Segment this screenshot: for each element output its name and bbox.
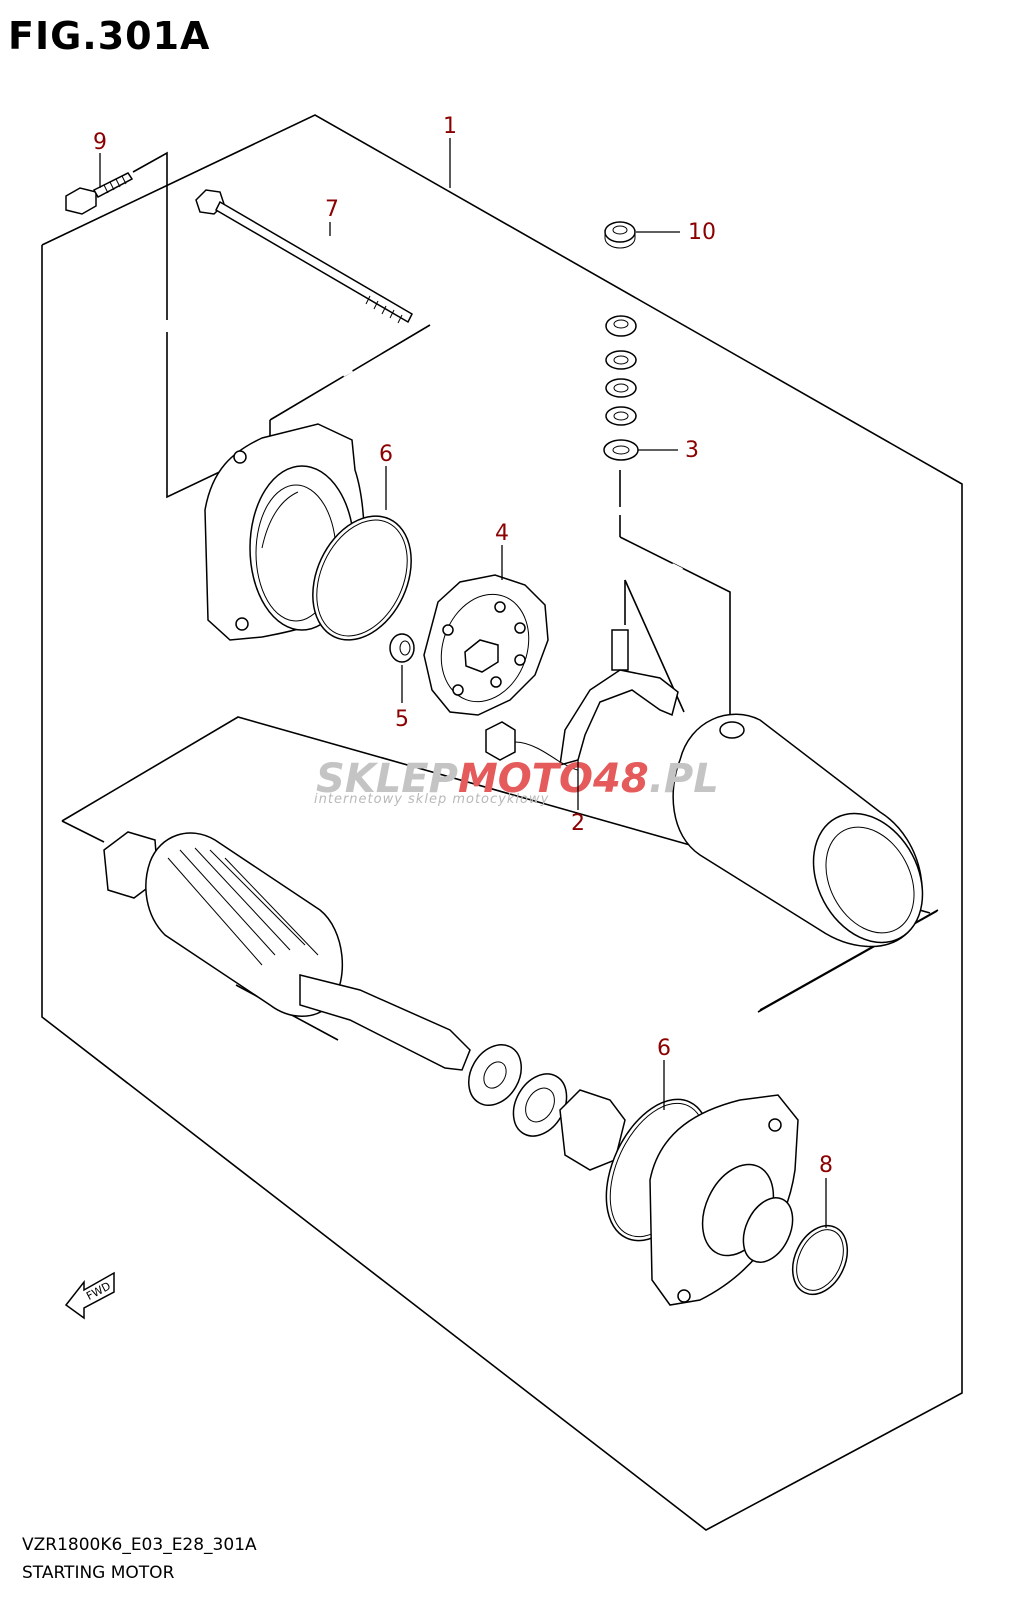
figure-title: FIG.301A	[8, 14, 211, 58]
nut-part-10	[604, 221, 636, 249]
svg-text:SKLEPMOTO48.PL: SKLEPMOTO48.PL	[316, 756, 719, 802]
callout-7: 7	[325, 197, 339, 222]
callout-2: 2	[571, 811, 585, 836]
bolt-part-9	[65, 172, 134, 215]
watermark-tagline: internetowy sklep motocyklowy	[314, 792, 549, 807]
bush-part-5	[389, 633, 415, 663]
brush-terminal-part-2	[485, 629, 679, 771]
motor-yoke	[672, 713, 924, 948]
dash-breaks	[165, 320, 683, 866]
watermark-brand-right: MOTO48	[458, 756, 649, 802]
front-housing	[649, 1094, 799, 1306]
watermark-brand-suffix: .PL	[649, 756, 719, 802]
callout-6a: 6	[379, 442, 393, 467]
o-ring-part-8	[791, 1224, 849, 1296]
model-code: VZR1800K6_E03_E28_301A	[22, 1535, 257, 1555]
callout-9: 9	[93, 130, 107, 155]
callout-leaders	[99, 138, 827, 1228]
callout-1: 1	[443, 114, 457, 139]
callout-4: 4	[495, 521, 509, 546]
armature	[103, 831, 471, 1071]
watermark-brand-left: SKLEP	[316, 756, 458, 802]
callout-6b: 6	[657, 1036, 671, 1061]
callout-8: 8	[819, 1153, 833, 1178]
callout-5: 5	[395, 707, 409, 732]
fwd-arrow: FWD	[64, 1271, 115, 1320]
washer-stack-part-3	[603, 315, 639, 461]
figure-name: STARTING MOTOR	[22, 1563, 175, 1583]
callout-labels: 1 2 3 4 5 6 6 7 8 9 10	[93, 114, 833, 1178]
brush-holder-part-4	[423, 574, 549, 716]
callout-10: 10	[688, 220, 716, 245]
front-washers	[468, 1044, 626, 1171]
o-ring-upper-part-6	[312, 515, 412, 641]
watermark: SKLEPMOTO48.PL internetowy sklep motocyk…	[314, 756, 719, 807]
through-bolt-part-7	[195, 189, 413, 324]
callout-3: 3	[685, 438, 699, 463]
